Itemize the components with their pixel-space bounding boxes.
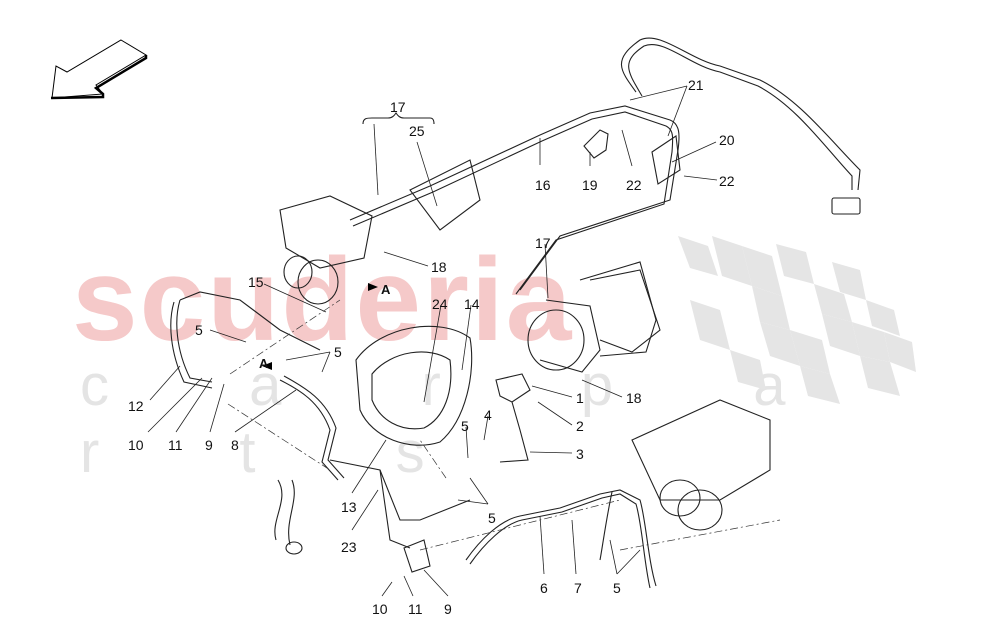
callout-12[interactable]: 12 <box>128 398 144 414</box>
callout-5[interactable]: 5 <box>613 580 621 596</box>
callout-24[interactable]: 24 <box>432 296 448 312</box>
callout-21[interactable]: 21 <box>688 77 704 93</box>
orientation-arrow-icon <box>50 39 148 100</box>
callout-6[interactable]: 6 <box>540 580 548 596</box>
callout-20[interactable]: 20 <box>719 132 735 148</box>
callout-10[interactable]: 10 <box>372 601 388 617</box>
callout-22[interactable]: 22 <box>719 173 735 189</box>
callout-15[interactable]: 15 <box>248 274 264 290</box>
callout-3[interactable]: 3 <box>576 446 584 462</box>
watermark-main: scuderia <box>72 234 574 366</box>
callout-11[interactable]: 11 <box>168 437 183 453</box>
callout-7[interactable]: 7 <box>574 580 582 596</box>
checker-flag-watermark <box>678 236 916 404</box>
callout-5[interactable]: 5 <box>461 418 469 434</box>
callout-10[interactable]: 10 <box>128 437 144 453</box>
callout-16[interactable]: 16 <box>535 177 551 193</box>
callout-18[interactable]: 18 <box>431 259 447 275</box>
callout-5[interactable]: 5 <box>334 344 342 360</box>
callout-25[interactable]: 25 <box>409 123 425 139</box>
callout-14[interactable]: 14 <box>464 296 480 312</box>
callout-5[interactable]: 5 <box>488 510 496 526</box>
callout-5[interactable]: 5 <box>195 322 203 338</box>
callout-1[interactable]: 1 <box>576 390 584 406</box>
callout-17[interactable]: 17 <box>390 99 406 115</box>
callout-8[interactable]: 8 <box>231 437 239 453</box>
callout-11[interactable]: 11 <box>408 601 423 617</box>
callout-4[interactable]: 4 <box>484 407 492 423</box>
callout-18[interactable]: 18 <box>626 390 642 406</box>
watermark-sub: c a r p a r t s <box>80 353 848 485</box>
callout-19[interactable]: 19 <box>582 177 598 193</box>
callout-23[interactable]: 23 <box>341 539 357 555</box>
callout-13[interactable]: 13 <box>341 499 357 515</box>
callout-9[interactable]: 9 <box>205 437 213 453</box>
reference-marker-a: A <box>381 282 391 297</box>
callout-2[interactable]: 2 <box>576 418 584 434</box>
callout-22[interactable]: 22 <box>626 177 642 193</box>
callout-9[interactable]: 9 <box>444 601 452 617</box>
reference-marker-a: A <box>259 356 269 371</box>
callout-17[interactable]: 17 <box>535 235 551 251</box>
